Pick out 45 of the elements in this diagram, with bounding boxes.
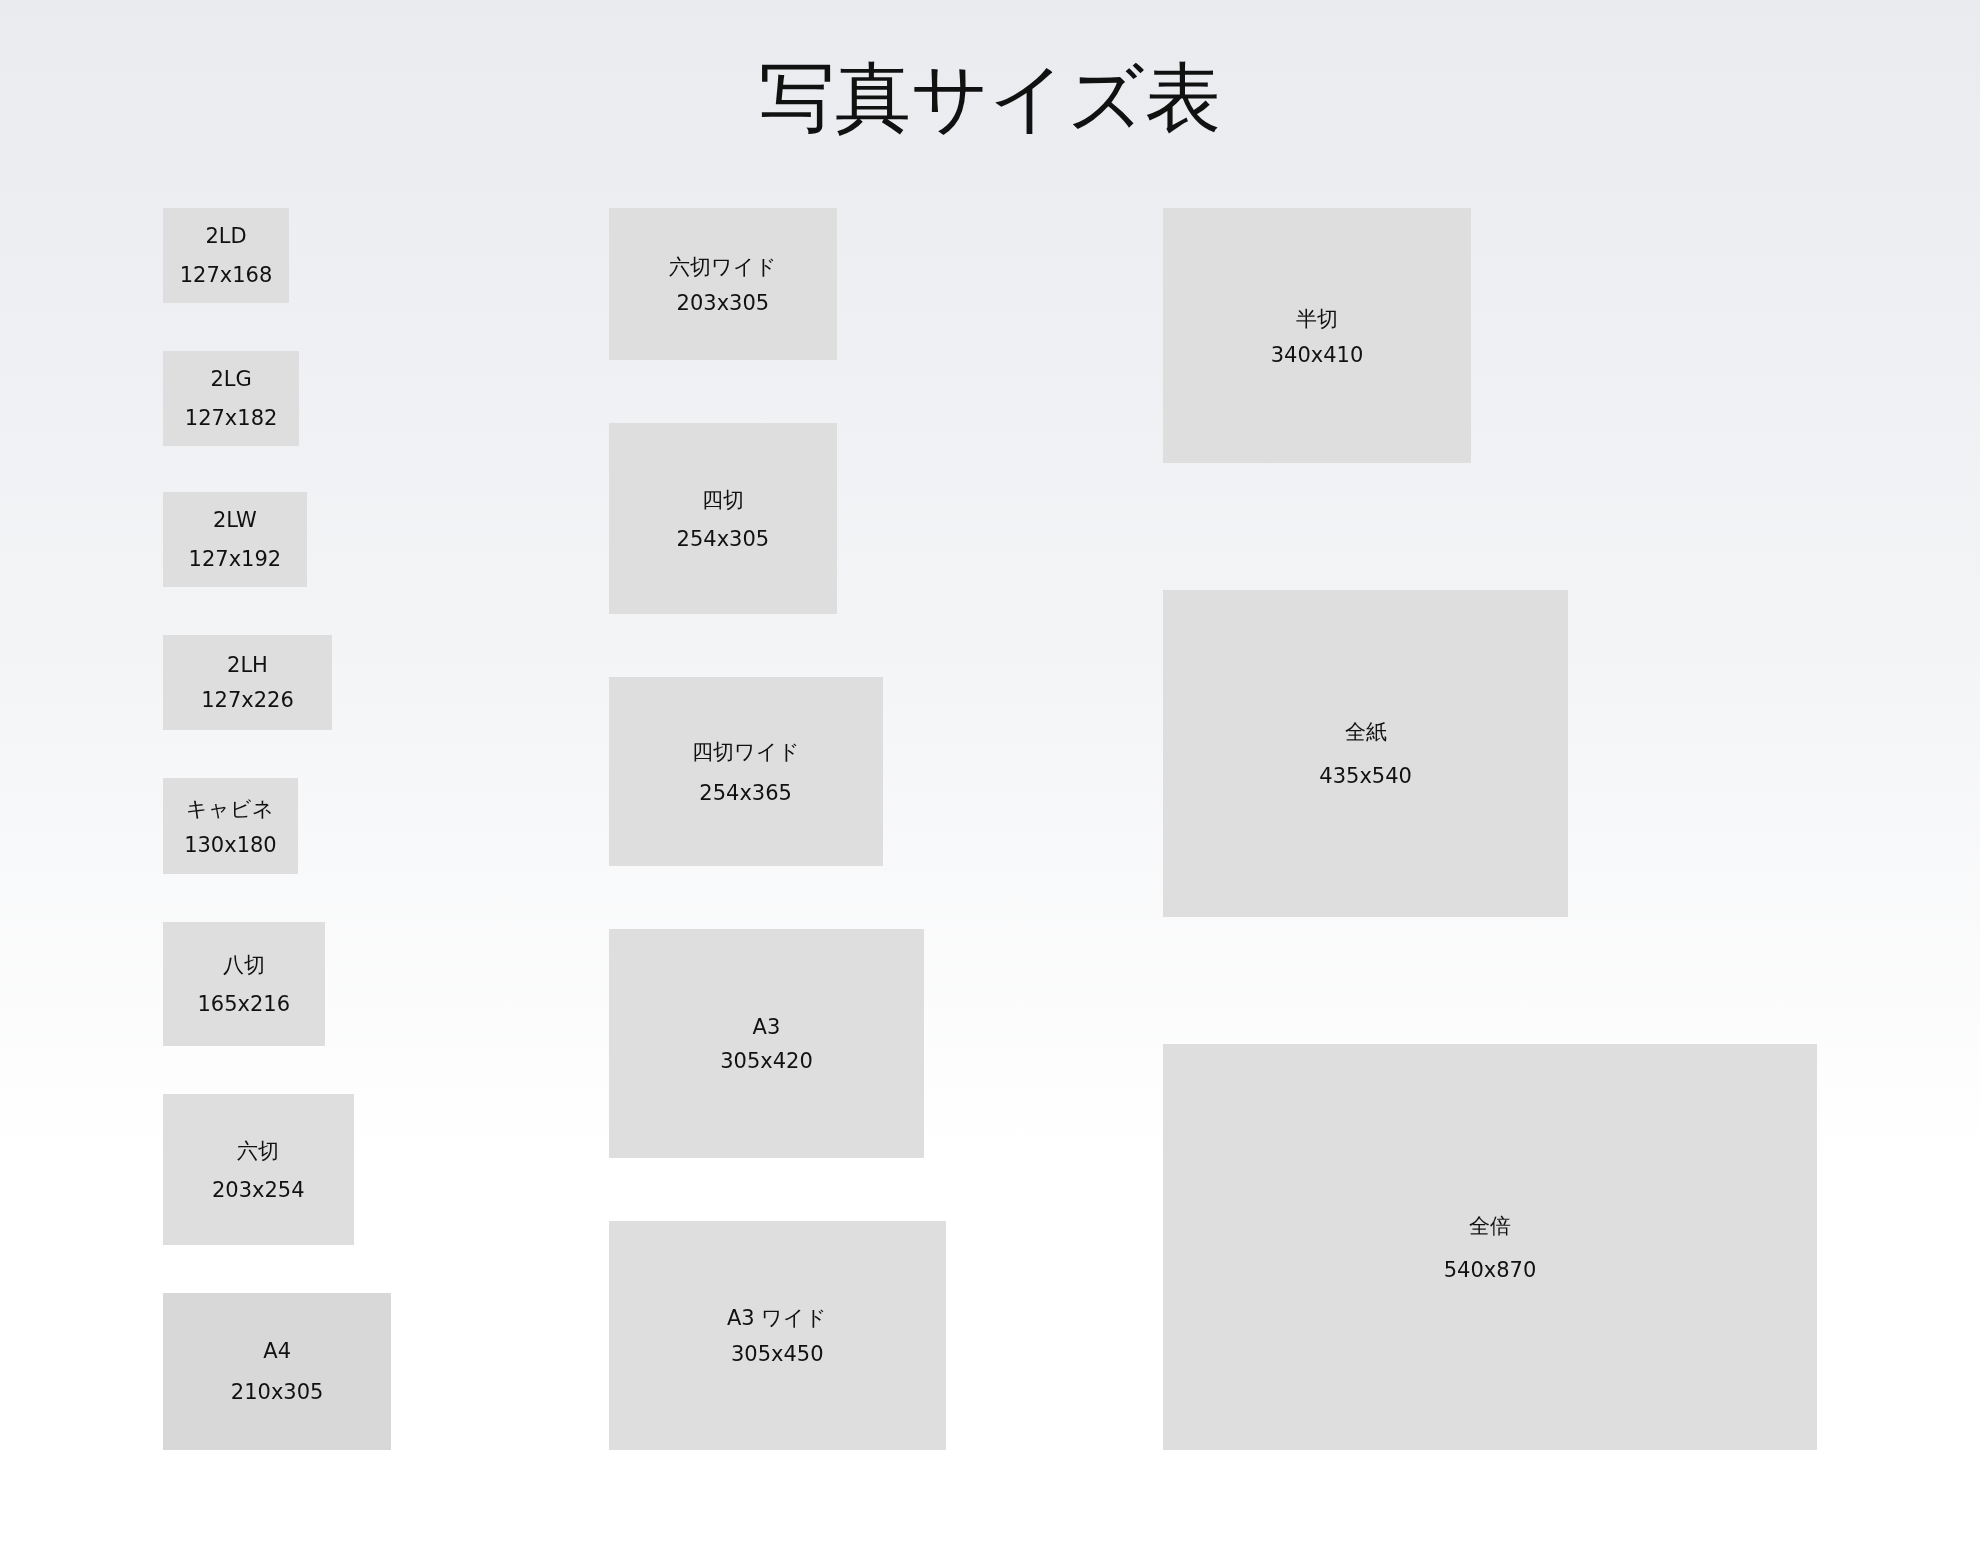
size-dimensions: 130x180 [184, 832, 277, 857]
photo-size-box [1163, 1044, 1818, 1450]
photo-size-box [608, 423, 838, 614]
title: 写真サイズ表 [758, 52, 1222, 144]
size-name: A4 [263, 1338, 292, 1363]
size-dimensions: 254x365 [699, 781, 792, 806]
size-dimensions: 127x226 [201, 687, 294, 712]
size-dimensions: 540x870 [1443, 1257, 1537, 1282]
photo-size-box [162, 1093, 354, 1246]
size-name: 六切ワイド [668, 254, 777, 282]
size-dimensions: 127x192 [188, 547, 282, 572]
photo-size-box [162, 777, 298, 874]
photo-size-box [608, 676, 883, 867]
size-name: 2LW [212, 508, 257, 533]
size-dimensions: 340x410 [1270, 342, 1364, 367]
size-name: 全紙 [1344, 719, 1387, 747]
photo-size-box [162, 492, 307, 588]
photo-size-box [608, 1221, 946, 1450]
photo-size-box [162, 1293, 392, 1450]
size-name: 半切 [1296, 305, 1339, 333]
size-name: A3 [752, 1014, 781, 1039]
photo-size-box [162, 921, 325, 1046]
size-name: 四切ワイド [691, 738, 800, 766]
size-dimensions: 305x450 [730, 1342, 824, 1367]
photo-size-box [1163, 589, 1569, 917]
size-name: 八切 [222, 952, 265, 980]
size-name: 六切 [237, 1137, 280, 1165]
size-dimensions: 203x305 [676, 291, 770, 316]
photo-size-box [608, 929, 925, 1158]
size-dimensions: 127x182 [184, 405, 278, 430]
size-name: キャビネ [186, 795, 275, 823]
size-name: 2LH [227, 653, 268, 678]
size-dimensions: 165x216 [197, 992, 290, 1016]
photo-size-box [162, 635, 333, 730]
size-dimensions: 305x420 [720, 1048, 813, 1073]
size-dimensions: 210x305 [230, 1380, 324, 1405]
size-name: A3 ワイド [727, 1305, 828, 1333]
size-name: 全倍 [1469, 1213, 1512, 1241]
size-name: 四切 [701, 487, 744, 515]
size-dimensions: 203x254 [211, 1177, 305, 1202]
size-dimensions: 127x168 [179, 263, 273, 288]
size-dimensions: 254x305 [676, 526, 770, 551]
size-name: 2LD [205, 224, 247, 249]
size-name: 2LG [210, 366, 252, 391]
size-dimensions: 435x540 [1319, 764, 1412, 789]
